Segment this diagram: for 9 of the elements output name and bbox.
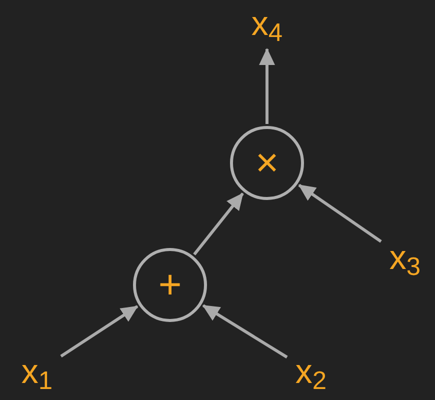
arrow	[202, 304, 288, 358]
arrow	[259, 48, 275, 124]
variable-label: x$_{3}$	[384, 236, 426, 280]
variable-label: x$_{2}$	[290, 350, 332, 394]
variable-label: x$_{1}$	[16, 350, 58, 394]
arrow	[298, 184, 382, 243]
arrow	[193, 192, 244, 256]
variable-label: x$_{4}$	[246, 2, 288, 46]
arrow	[60, 305, 138, 358]
